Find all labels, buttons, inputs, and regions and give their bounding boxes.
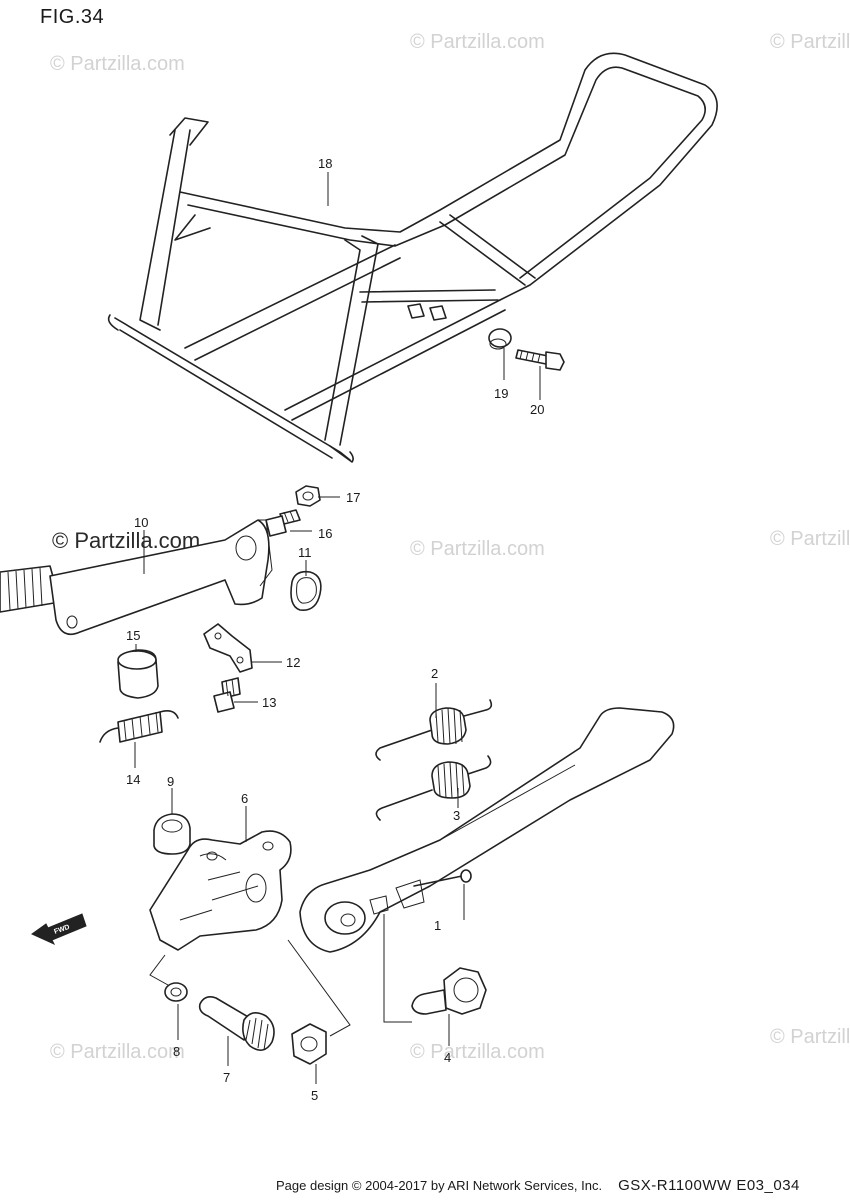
bracket-screw xyxy=(213,677,241,713)
callout-1: 1 xyxy=(434,918,441,933)
callout-3: 3 xyxy=(453,808,460,823)
pivot-washer xyxy=(164,982,188,1002)
callout-11: 11 xyxy=(298,545,312,560)
watermark-text: © Partzilla.com xyxy=(50,53,185,75)
callout-12: 12 xyxy=(286,655,300,670)
pedal-bracket xyxy=(203,623,253,673)
pedal-cylinder xyxy=(117,649,159,699)
watermarks: © Partzilla.com © Partzilla.com © Partzi… xyxy=(50,31,850,1063)
callout-13: 13 xyxy=(262,695,276,710)
pedal-nut xyxy=(295,485,321,507)
callout-2: 2 xyxy=(431,666,438,681)
watermark-main: © Partzilla.com xyxy=(52,528,200,553)
callout-8: 8 xyxy=(173,1044,180,1059)
stand-nut xyxy=(291,1023,327,1065)
watermark-text: © Partzilla.com xyxy=(50,1041,185,1063)
frame-bolt xyxy=(515,349,565,371)
pedal-bolt xyxy=(265,509,301,537)
figure-title: FIG.34 xyxy=(40,6,105,28)
watermark-text: © Partzilla.com xyxy=(770,1026,850,1048)
callout-10: 10 xyxy=(134,515,148,530)
watermark-text: © Partzilla.com xyxy=(410,1041,545,1063)
footer-copyright: Page design © 2004-2017 by ARI Network S… xyxy=(276,1178,603,1193)
frame-spacer xyxy=(488,328,512,350)
stand-bolt xyxy=(411,967,487,1015)
callout-7: 7 xyxy=(223,1070,230,1085)
pedal-washer xyxy=(290,570,322,611)
callout-labels: 1 2 3 4 5 6 7 8 9 10 11 12 13 14 15 16 1… xyxy=(126,156,544,1103)
watermark-text: © Partzilla.com xyxy=(770,31,850,53)
callout-4: 4 xyxy=(444,1050,451,1065)
watermark-text: © Partzilla.com xyxy=(410,538,545,560)
stand-bracket xyxy=(149,830,292,951)
footer: Page design © 2004-2017 by ARI Network S… xyxy=(276,1177,800,1194)
watermark-text: © Partzilla.com xyxy=(410,31,545,53)
stand-pedal-arm xyxy=(0,519,273,636)
stand-spring-lower xyxy=(375,755,492,821)
callout-20: 20 xyxy=(530,402,544,417)
watermark-text: © Partzilla.com xyxy=(770,528,850,550)
bushing xyxy=(153,813,191,855)
callout-16: 16 xyxy=(318,526,332,541)
footer-model-code: GSX-R1100WW E03_034 xyxy=(618,1177,800,1194)
callout-5: 5 xyxy=(311,1088,318,1103)
leader-lines xyxy=(134,172,541,1084)
side-stand-leg xyxy=(299,707,675,953)
callout-15: 15 xyxy=(126,628,140,643)
callout-19: 19 xyxy=(494,386,508,401)
forward-arrow-icon: FWD xyxy=(31,913,87,946)
callout-18: 18 xyxy=(318,156,332,171)
callout-17: 17 xyxy=(346,490,360,505)
pivot-bolt xyxy=(198,996,275,1051)
center-stand-frame xyxy=(107,52,718,463)
callout-9: 9 xyxy=(167,774,174,789)
small-spring xyxy=(99,710,179,743)
callout-14: 14 xyxy=(126,772,140,787)
stand-spring-upper xyxy=(375,699,493,761)
callout-6: 6 xyxy=(241,791,248,806)
